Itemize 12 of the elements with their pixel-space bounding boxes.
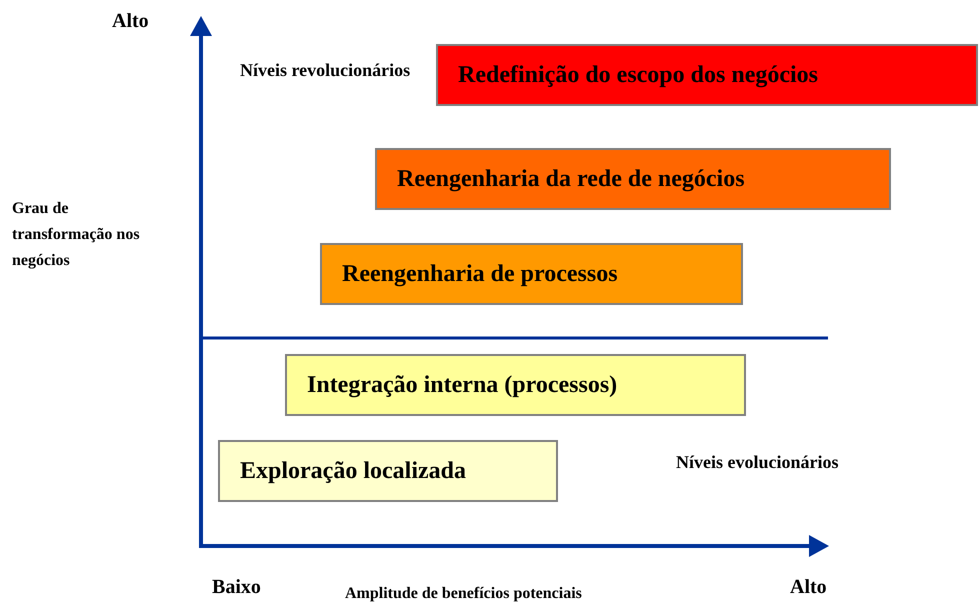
zone-label: Níveis evolucionários [676, 451, 840, 474]
axis-end-label: Baixo [212, 575, 261, 600]
axis-title: Grau de transformação nos negócios [12, 199, 141, 271]
level-bar: Reengenharia de processos [320, 243, 743, 305]
level-bar: Redefinição do escopo dos negócios [436, 44, 978, 106]
level-bar: Integração interna (processos) [285, 354, 746, 416]
axis-title: Amplitude de benefícios potenciais [345, 584, 582, 604]
axis-end-label: Alto [790, 575, 827, 600]
zone-label: Níveis revolucionários [240, 59, 412, 82]
level-bar: Exploração localizada [218, 440, 558, 502]
level-bar: Reengenharia da rede de negócios [375, 148, 891, 210]
axis-end-label: Alto [112, 9, 149, 34]
